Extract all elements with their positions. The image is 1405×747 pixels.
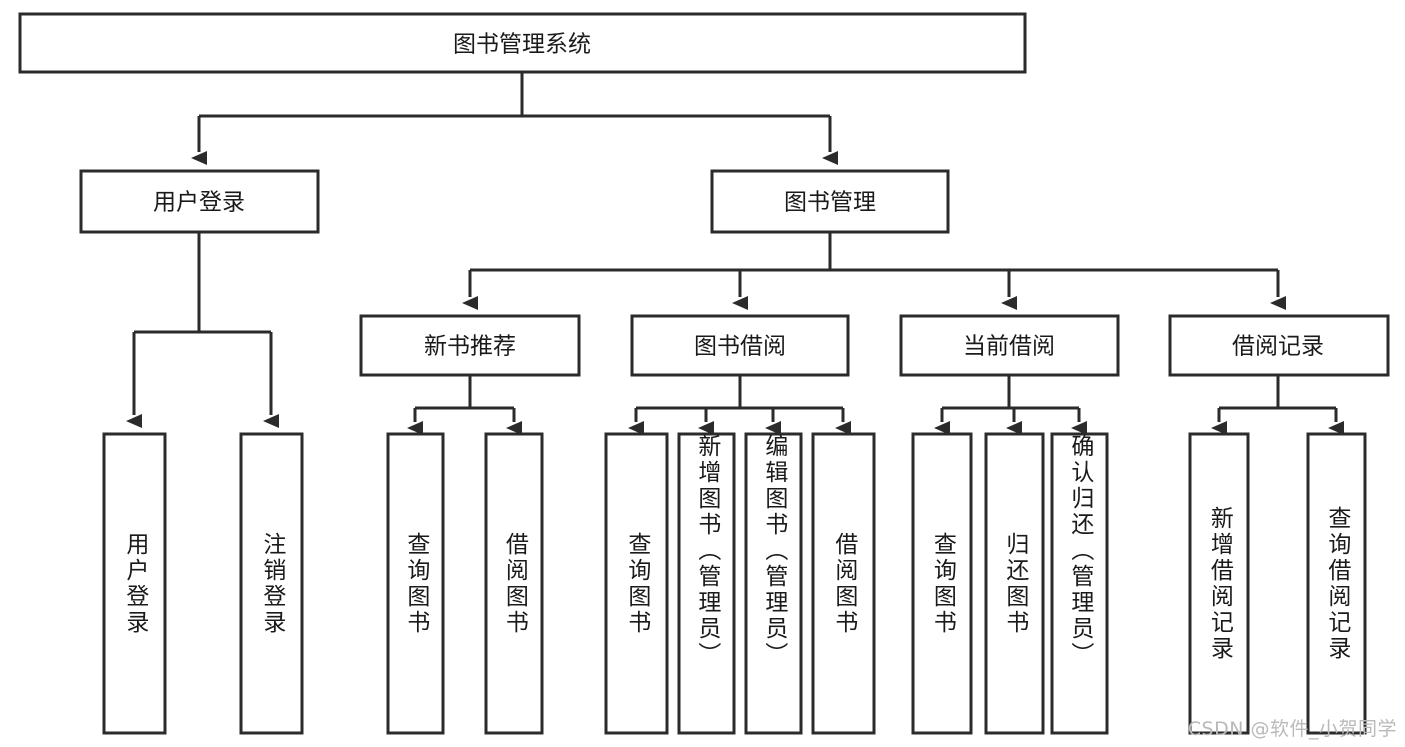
leaf-box-query-book-2[interactable] <box>604 432 669 735</box>
leaf-box-borrow-book-2[interactable] <box>811 432 876 735</box>
root-label: 图书管理系统 <box>453 32 591 58</box>
user-login-box <box>79 169 320 234</box>
leaf-box-add-record[interactable] <box>1188 432 1250 735</box>
leaf-box-return-book[interactable] <box>984 432 1045 735</box>
connector-book-borrow-to-leaves <box>628 375 851 435</box>
node-book-borrow[interactable]: 图书借阅 <box>630 314 850 377</box>
current-borrow-label: 当前借阅 <box>963 334 1055 360</box>
leaf-box-borrow-book-1[interactable] <box>484 432 544 735</box>
leaf-box-add-book-admin[interactable] <box>677 432 736 735</box>
leaf-box-confirm-return[interactable] <box>1050 432 1109 735</box>
node-current-borrow[interactable]: 当前借阅 <box>899 314 1120 377</box>
connector-root-to-level2 <box>191 72 838 165</box>
csdn-watermark: CSDN @软件_小贺同学 <box>1187 718 1397 740</box>
leaf-box-edit-book-admin[interactable] <box>744 432 803 735</box>
connector-current-borrow-to-leaves <box>934 375 1087 435</box>
root-box <box>18 12 1027 74</box>
current-borrow-box <box>899 314 1120 377</box>
leaf-boxes <box>102 432 1367 735</box>
leaf-box-query-book-3[interactable] <box>911 432 973 735</box>
node-borrow-record[interactable]: 借阅记录 <box>1168 314 1390 377</box>
node-root[interactable]: 图书管理系统 <box>18 12 1027 74</box>
node-book-management[interactable]: 图书管理 <box>710 169 950 234</box>
leaf-box-query-book-1[interactable] <box>386 432 445 735</box>
node-user-login[interactable]: 用户登录 <box>79 169 320 234</box>
user-login-label: 用户登录 <box>153 190 245 216</box>
leaf-box-query-record[interactable] <box>1306 432 1367 735</box>
new-book-recommend-label: 新书推荐 <box>424 334 516 360</box>
connector-borrow-record-to-leaves <box>1211 375 1344 435</box>
book-borrow-label: 图书借阅 <box>694 334 786 360</box>
leaf-box-user-login[interactable] <box>102 432 167 735</box>
node-new-book-recommend[interactable]: 新书推荐 <box>359 314 581 377</box>
borrow-record-label: 借阅记录 <box>1232 334 1324 360</box>
connector-user-login-to-leaves <box>126 232 279 428</box>
new-book-recommend-box <box>359 314 581 377</box>
connector-book-management-to-level3 <box>462 232 1286 310</box>
connector-new-book-recommend-to-leaves <box>407 375 522 435</box>
leaf-box-logout[interactable] <box>239 432 304 735</box>
book-management-label: 图书管理 <box>784 190 876 216</box>
